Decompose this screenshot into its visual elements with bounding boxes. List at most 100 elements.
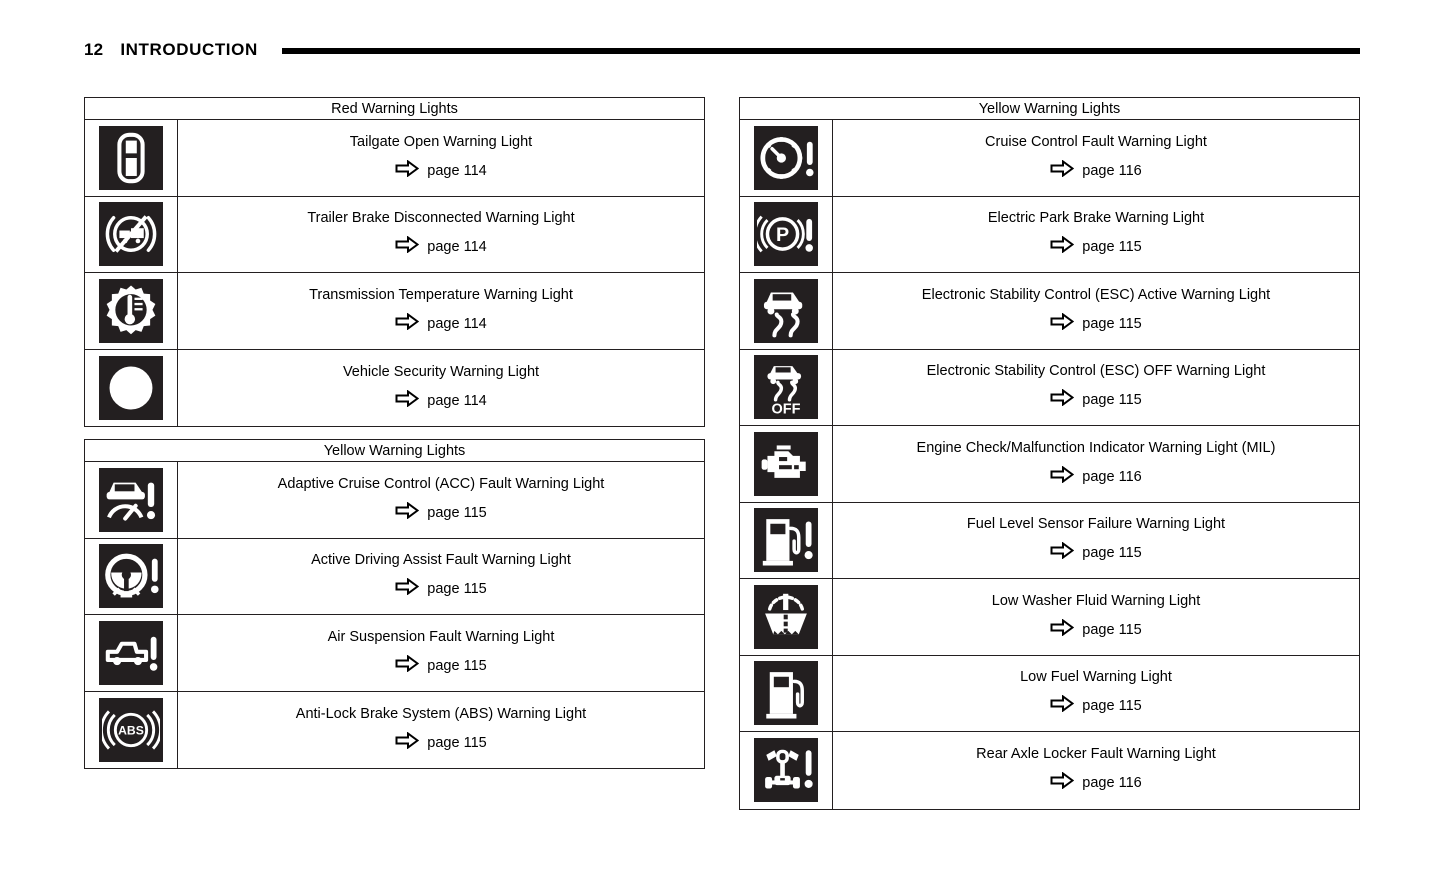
right-arrow-outline-icon bbox=[395, 389, 420, 412]
warning-light-description-cell: Trailer Brake Disconnected Warning Light… bbox=[178, 197, 704, 273]
warning-light-label: Electronic Stability Control (ESC) Activ… bbox=[921, 286, 1271, 303]
warning-light-icon-cell bbox=[740, 579, 833, 655]
fuel-level-sensor-failure-icon bbox=[754, 508, 818, 573]
warning-light-description-cell: Electric Park Brake Warning Light page 11… bbox=[833, 197, 1359, 273]
page-reference[interactable]: page 115 bbox=[395, 731, 487, 754]
svg-text:OFF: OFF bbox=[772, 402, 801, 416]
page-reference[interactable]: page 114 bbox=[395, 312, 487, 335]
table-row: Engine Check/Malfunction Indicator Warni… bbox=[740, 426, 1359, 503]
warning-light-label: Electric Park Brake Warning Light bbox=[987, 210, 1205, 227]
warning-light-icon-cell bbox=[740, 502, 833, 578]
page-reference[interactable]: page 115 bbox=[395, 501, 487, 524]
page-reference-label: page 116 bbox=[1082, 468, 1142, 485]
page-reference[interactable]: page 114 bbox=[395, 389, 487, 412]
right-arrow-outline-icon bbox=[1050, 312, 1075, 335]
right-arrow-outline-icon bbox=[1050, 235, 1075, 258]
table-row: Low Fuel Warning Light page 115 bbox=[740, 655, 1359, 732]
page-reference[interactable]: page 116 bbox=[1050, 159, 1142, 182]
warning-light-icon-cell bbox=[85, 349, 178, 426]
page-number: 12 bbox=[84, 40, 104, 59]
warning-light-label: Fuel Level Sensor Failure Warning Light bbox=[966, 516, 1226, 533]
page-reference-label: page 115 bbox=[427, 581, 487, 598]
page-reference-label: page 114 bbox=[427, 315, 487, 332]
warning-light-description-cell: Adaptive Cruise Control (ACC) Fault Warn… bbox=[178, 462, 704, 538]
warning-light-description-cell: Electronic Stability Control (ESC) OFF W… bbox=[833, 350, 1359, 426]
page-reference[interactable]: page 116 bbox=[1050, 771, 1142, 794]
table-row: Vehicle Security Warning Light page 114 bbox=[85, 349, 704, 427]
trailer-brake-disconnected-icon bbox=[99, 202, 163, 267]
warning-light-icon-cell bbox=[85, 196, 178, 272]
page-reference-label: page 114 bbox=[427, 392, 487, 409]
page-reference[interactable]: page 115 bbox=[1050, 694, 1142, 717]
warning-light-label: Low Fuel Warning Light bbox=[1020, 669, 1172, 686]
page-reference[interactable]: page 115 bbox=[1050, 388, 1142, 411]
warning-light-icon-cell bbox=[85, 538, 178, 614]
right-arrow-outline-icon bbox=[1050, 694, 1075, 717]
air-suspension-fault-icon bbox=[99, 620, 163, 685]
page-reference-label: page 115 bbox=[427, 504, 487, 521]
page-reference[interactable]: page 115 bbox=[395, 577, 487, 600]
page-reference[interactable]: page 115 bbox=[1050, 312, 1142, 335]
page-reference-label: page 115 bbox=[1082, 698, 1142, 715]
warning-light-description-cell: Low Fuel Warning Light page 115 bbox=[833, 656, 1359, 732]
page-reference[interactable]: page 114 bbox=[395, 235, 487, 258]
warning-light-label: Engine Check/Malfunction Indicator Warni… bbox=[916, 439, 1276, 456]
warning-light-icon-cell: P bbox=[740, 196, 833, 272]
table-row: Fuel Level Sensor Failure Warning Light p… bbox=[740, 502, 1359, 579]
warning-light-description-cell: Vehicle Security Warning Light page 114 bbox=[178, 350, 704, 427]
right-arrow-outline-icon bbox=[1050, 465, 1075, 488]
transmission-temperature-icon bbox=[99, 278, 163, 343]
right-arrow-outline-icon bbox=[1050, 618, 1075, 641]
rear-axle-locker-fault-icon bbox=[754, 738, 818, 803]
warning-light-icon-cell bbox=[85, 120, 178, 196]
table-row: P Electric Park Brake Warning Light page 1… bbox=[740, 196, 1359, 273]
warning-light-label: Vehicle Security Warning Light bbox=[342, 363, 540, 380]
adaptive-cruise-control-fault-icon bbox=[99, 467, 163, 532]
page-reference[interactable]: page 116 bbox=[1050, 465, 1142, 488]
right-arrow-outline-icon bbox=[395, 312, 420, 335]
warning-light-label: Cruise Control Fault Warning Light bbox=[985, 133, 1207, 150]
warning-light-icon-cell: ABS bbox=[85, 691, 178, 768]
right-arrow-outline-icon bbox=[395, 731, 420, 754]
table-row: OFF Electronic Stability Control (ESC) OF… bbox=[740, 349, 1359, 426]
page-reference-label: page 115 bbox=[427, 734, 487, 751]
esc-off-icon: OFF bbox=[754, 355, 818, 420]
page-reference-label: page 115 bbox=[1082, 315, 1142, 332]
active-driving-assist-fault-icon bbox=[99, 544, 163, 609]
tailgate-open-icon bbox=[99, 125, 163, 190]
table-row: Electronic Stability Control (ESC) Activ… bbox=[740, 273, 1359, 350]
page-reference-label: page 114 bbox=[427, 162, 487, 179]
table-title: Yellow Warning Lights bbox=[85, 440, 704, 462]
page-reference[interactable]: page 114 bbox=[395, 159, 487, 182]
warning-light-description-cell: Electronic Stability Control (ESC) Activ… bbox=[833, 273, 1359, 349]
page-reference[interactable]: page 115 bbox=[1050, 618, 1142, 641]
page-reference-label: page 116 bbox=[1082, 162, 1142, 179]
warning-light-description-cell: Active Driving Assist Fault Warning Ligh… bbox=[178, 539, 704, 615]
warning-light-icon-cell: OFF bbox=[740, 349, 833, 425]
warning-light-label: Electronic Stability Control (ESC) OFF W… bbox=[926, 363, 1266, 380]
right-arrow-outline-icon bbox=[395, 235, 420, 258]
table-title: Yellow Warning Lights bbox=[740, 98, 1359, 120]
page-reference-label: page 114 bbox=[427, 239, 487, 256]
page-reference-label: page 115 bbox=[1082, 621, 1142, 638]
engine-check-mil-icon bbox=[754, 431, 818, 496]
page-reference[interactable]: page 115 bbox=[1050, 541, 1142, 564]
table-title: Red Warning Lights bbox=[85, 98, 704, 120]
section-title: INTRODUCTION bbox=[120, 40, 258, 59]
warning-light-icon-cell bbox=[740, 732, 833, 809]
warning-light-label: Rear Axle Locker Fault Warning Light bbox=[976, 746, 1216, 763]
table-row: Transmission Temperature Warning Light pa… bbox=[85, 273, 704, 350]
esc-active-icon bbox=[754, 278, 818, 343]
warning-light-label: Transmission Temperature Warning Light bbox=[309, 286, 573, 303]
table-row: Active Driving Assist Fault Warning Ligh… bbox=[85, 538, 704, 615]
right-arrow-outline-icon bbox=[1050, 388, 1075, 411]
page-reference[interactable]: page 115 bbox=[395, 654, 487, 677]
page-reference[interactable]: page 115 bbox=[1050, 235, 1142, 258]
